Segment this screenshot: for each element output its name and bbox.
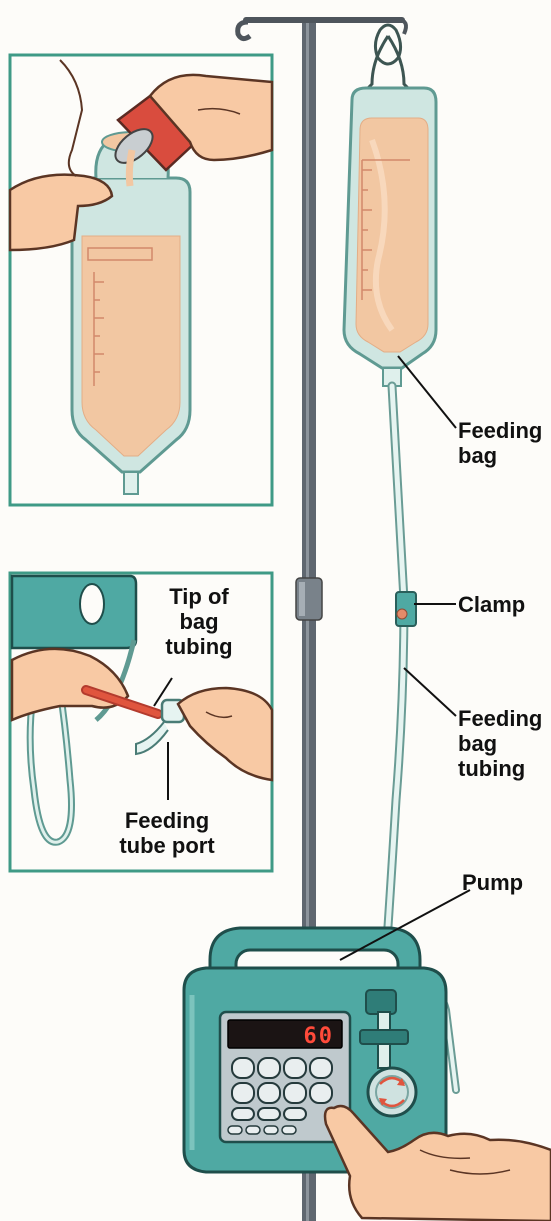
feeding-bag-illustration — [344, 25, 436, 386]
label-pump: Pump — [462, 870, 523, 895]
label-feeding-tube-port: Feeding tube port — [102, 808, 232, 858]
label-tip-of-bag-tubing: Tip of bag tubing — [152, 584, 246, 659]
label-feeding-bag-tubing: Feeding bag tubing — [458, 706, 542, 781]
feeding-pump — [184, 928, 446, 1172]
label-feeding-bag: Feeding bag — [458, 418, 542, 468]
label-clamp: Clamp — [458, 592, 525, 617]
pump-display-readout: 60 — [304, 1024, 335, 1049]
roller-clamp — [396, 592, 416, 626]
inset-pouring-formula — [10, 55, 272, 505]
